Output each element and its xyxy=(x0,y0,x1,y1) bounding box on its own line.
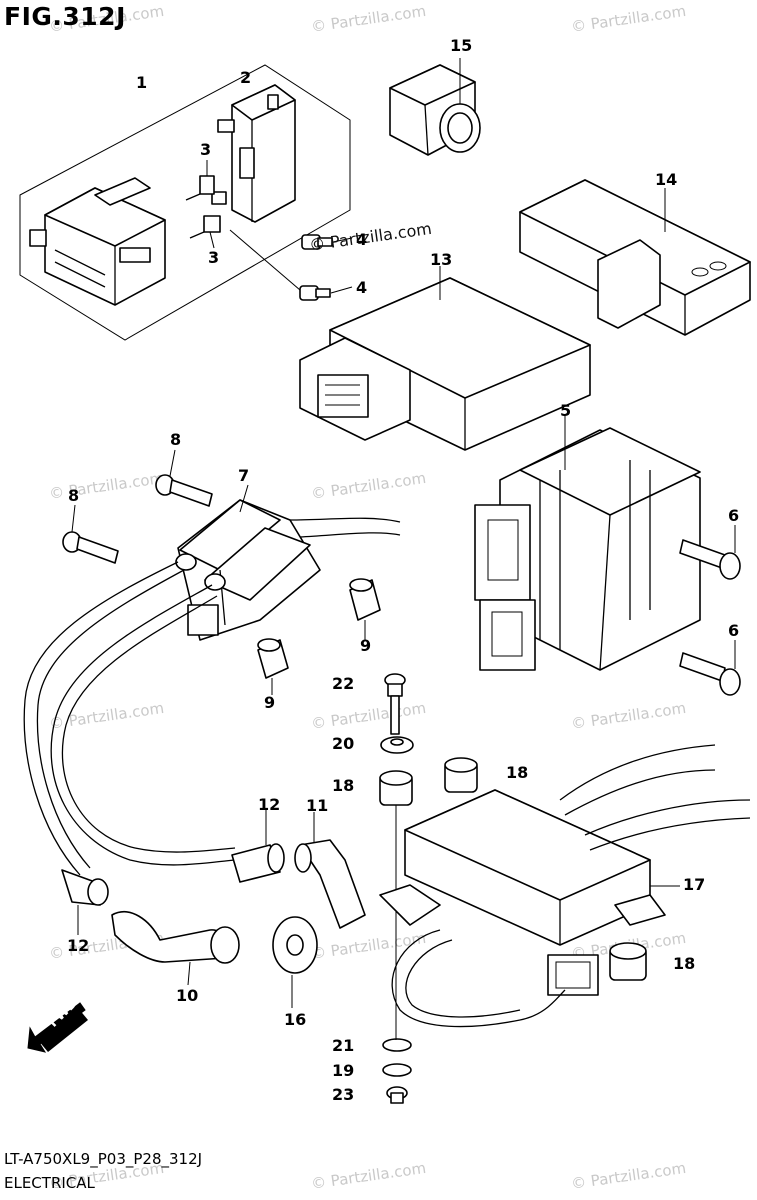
regulator-part xyxy=(474,415,701,671)
spark-plug-cap-part xyxy=(294,812,366,929)
coil-bolt-part xyxy=(62,449,213,564)
figure-subtitle: ELECTRICAL xyxy=(4,1174,95,1192)
callout-2[interactable]: 2 xyxy=(240,68,252,87)
cover-pad-part xyxy=(519,179,751,336)
callout-18[interactable]: 18 xyxy=(506,763,529,782)
callout-9[interactable]: 9 xyxy=(360,636,372,655)
plug-cap-part xyxy=(61,810,285,935)
callout-12[interactable]: 12 xyxy=(258,795,281,814)
callout-15[interactable]: 15 xyxy=(450,36,473,55)
callout-10[interactable]: 10 xyxy=(176,986,199,1005)
ignition-coil-part xyxy=(175,484,321,641)
callout-9[interactable]: 9 xyxy=(264,693,276,712)
callout-17[interactable]: 17 xyxy=(683,875,706,894)
callout-14[interactable]: 14 xyxy=(655,170,678,189)
connector-part xyxy=(389,58,481,156)
callout-4[interactable]: 4 xyxy=(356,230,368,249)
relay-group-frame xyxy=(19,64,351,341)
callout-21[interactable]: 21 xyxy=(332,1036,355,1055)
figure-title: FIG.312J xyxy=(4,2,126,31)
boot-part xyxy=(111,911,240,986)
callout-22[interactable]: 22 xyxy=(332,674,355,693)
callout-1[interactable]: 1 xyxy=(136,73,148,92)
callout-3[interactable]: 3 xyxy=(200,140,212,159)
callout-12[interactable]: 12 xyxy=(67,936,90,955)
callout-18[interactable]: 18 xyxy=(673,954,696,973)
callout-8[interactable]: 8 xyxy=(170,430,182,449)
callout-18[interactable]: 18 xyxy=(332,776,355,795)
grommet-part xyxy=(272,916,318,1008)
callout-3[interactable]: 3 xyxy=(208,248,220,267)
callout-13[interactable]: 13 xyxy=(430,250,453,269)
callout-6[interactable]: 6 xyxy=(728,621,740,640)
callout-23[interactable]: 23 xyxy=(332,1085,355,1104)
bolt-part xyxy=(229,229,353,301)
callout-20[interactable]: 20 xyxy=(332,734,355,753)
collar-part xyxy=(257,578,381,695)
high-tension-cable xyxy=(23,517,401,876)
callout-19[interactable]: 19 xyxy=(332,1061,355,1080)
callout-7[interactable]: 7 xyxy=(238,466,250,485)
callout-5[interactable]: 5 xyxy=(560,401,572,420)
fwd-arrow-icon xyxy=(27,1002,88,1053)
mount-hardware xyxy=(379,673,647,1104)
regulator-bolt-part xyxy=(679,525,741,696)
fuse-part xyxy=(185,160,221,249)
relay-cover-part xyxy=(211,84,296,223)
control-unit-part xyxy=(379,744,751,1028)
callout-8[interactable]: 8 xyxy=(68,486,80,505)
figure-code: LT-A750XL9_P03_P28_312J xyxy=(4,1150,203,1168)
relay-box-part xyxy=(29,177,166,306)
ecm-box-part xyxy=(299,266,591,451)
callout-16[interactable]: 16 xyxy=(284,1010,307,1029)
callout-6[interactable]: 6 xyxy=(728,506,740,525)
callout-4[interactable]: 4 xyxy=(356,278,368,297)
callout-11[interactable]: 11 xyxy=(306,796,329,815)
